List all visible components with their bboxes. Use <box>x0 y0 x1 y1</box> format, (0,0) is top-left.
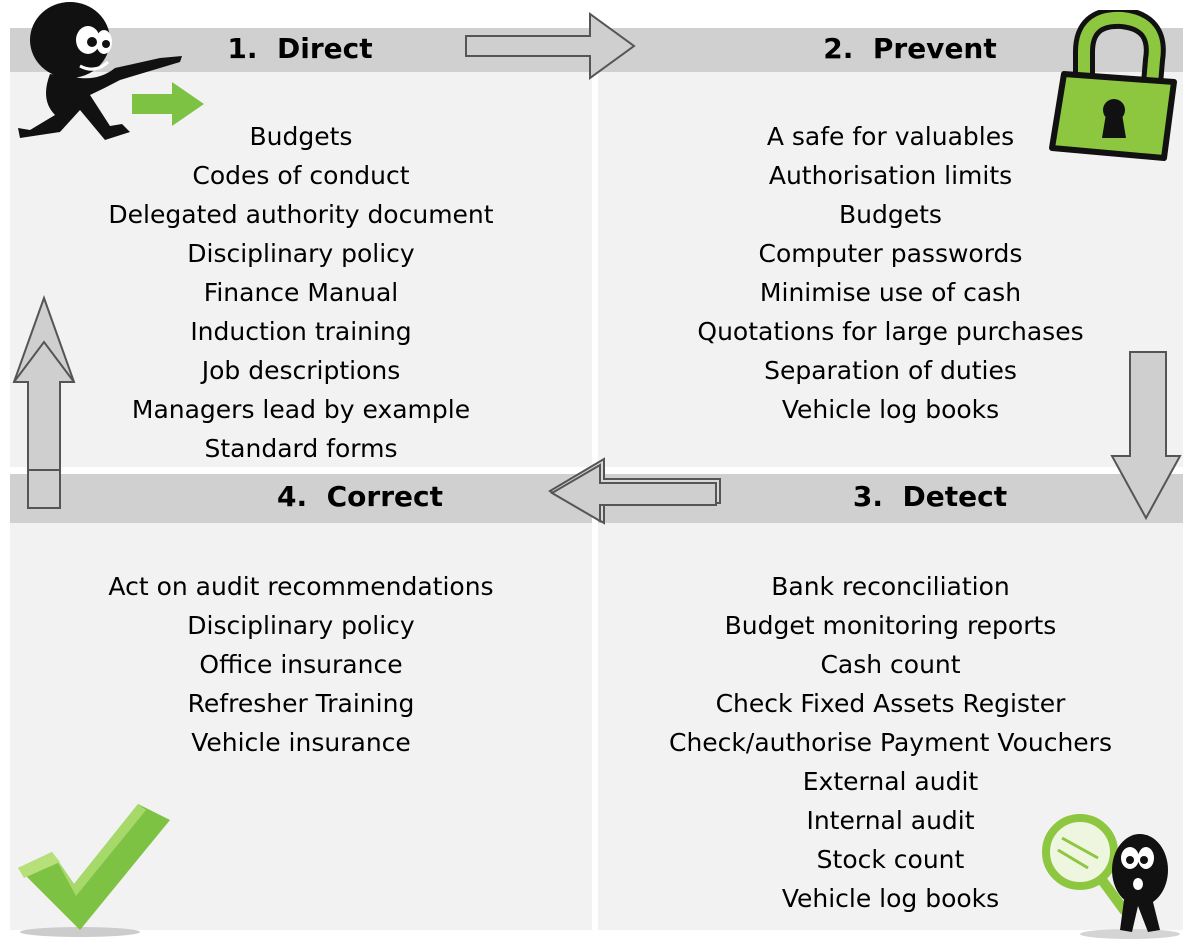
detect-title: 3. Detect <box>852 480 1008 513</box>
list-item: Act on audit recommendations <box>108 572 494 601</box>
prevent-list: A safe for valuables Authorisation limit… <box>598 117 1183 429</box>
list-item: Managers lead by example <box>131 395 471 424</box>
list-item: Finance Manual <box>203 278 399 307</box>
list-item: Cash count <box>820 650 961 679</box>
correct-title: 4. Correct <box>277 480 443 513</box>
list-item: Check/authorise Payment Vouchers <box>669 728 1112 757</box>
padlock-icon <box>1049 10 1177 161</box>
list-item: Minimise use of cash <box>759 278 1022 307</box>
green-arrow-icon <box>132 82 204 126</box>
correct-list: Act on audit recommendations Disciplinar… <box>10 567 592 762</box>
list-item: Budgets <box>249 122 353 151</box>
list-item: A safe for valuables <box>766 122 1015 151</box>
list-item: Delegated authority document <box>108 200 494 229</box>
list-item: Stock count <box>816 845 965 874</box>
magnifier-figure-icon <box>1042 814 1180 939</box>
list-item: Vehicle log books <box>781 884 1000 913</box>
checkmark-icon <box>18 804 170 937</box>
arrow-right-icon <box>465 12 636 80</box>
list-item: Disciplinary policy <box>187 239 415 268</box>
correct-header-band <box>10 474 592 523</box>
list-item: Authorisation limits <box>768 161 1013 190</box>
list-item: Separation of duties <box>764 356 1017 385</box>
prevent-title: 2. Prevent <box>823 32 997 65</box>
list-item: Bank reconciliation <box>771 572 1010 601</box>
list-item: Vehicle insurance <box>191 728 411 757</box>
list-item: Computer passwords <box>758 239 1023 268</box>
list-item: Check Fixed Assets Register <box>715 689 1066 718</box>
list-item: Budget monitoring reports <box>724 611 1057 640</box>
list-item: Refresher Training <box>187 689 415 718</box>
list-item: Induction training <box>190 317 412 346</box>
list-item: External audit <box>802 767 979 796</box>
list-item: Codes of conduct <box>192 161 410 190</box>
list-item: Internal audit <box>806 806 975 835</box>
list-item: Job descriptions <box>201 356 401 385</box>
list-item: Standard forms <box>204 434 398 463</box>
list-item: Budgets <box>839 200 942 229</box>
list-item: Vehicle log books <box>781 395 1000 424</box>
list-item: Office insurance <box>199 650 403 679</box>
pointing-figure-icon <box>18 2 182 140</box>
list-item: Disciplinary policy <box>187 611 415 640</box>
arrow-down-icon <box>1110 351 1182 521</box>
list-item: Quotations for large purchases <box>697 317 1084 346</box>
direct-title: 1. Direct <box>227 32 373 65</box>
arrow-up-icon <box>12 295 76 509</box>
arrow-left-icon <box>548 457 721 525</box>
direct-list: Budgets Codes of conduct Delegated autho… <box>10 117 592 468</box>
detect-list: Bank reconciliation Budget monitoring re… <box>598 567 1183 918</box>
